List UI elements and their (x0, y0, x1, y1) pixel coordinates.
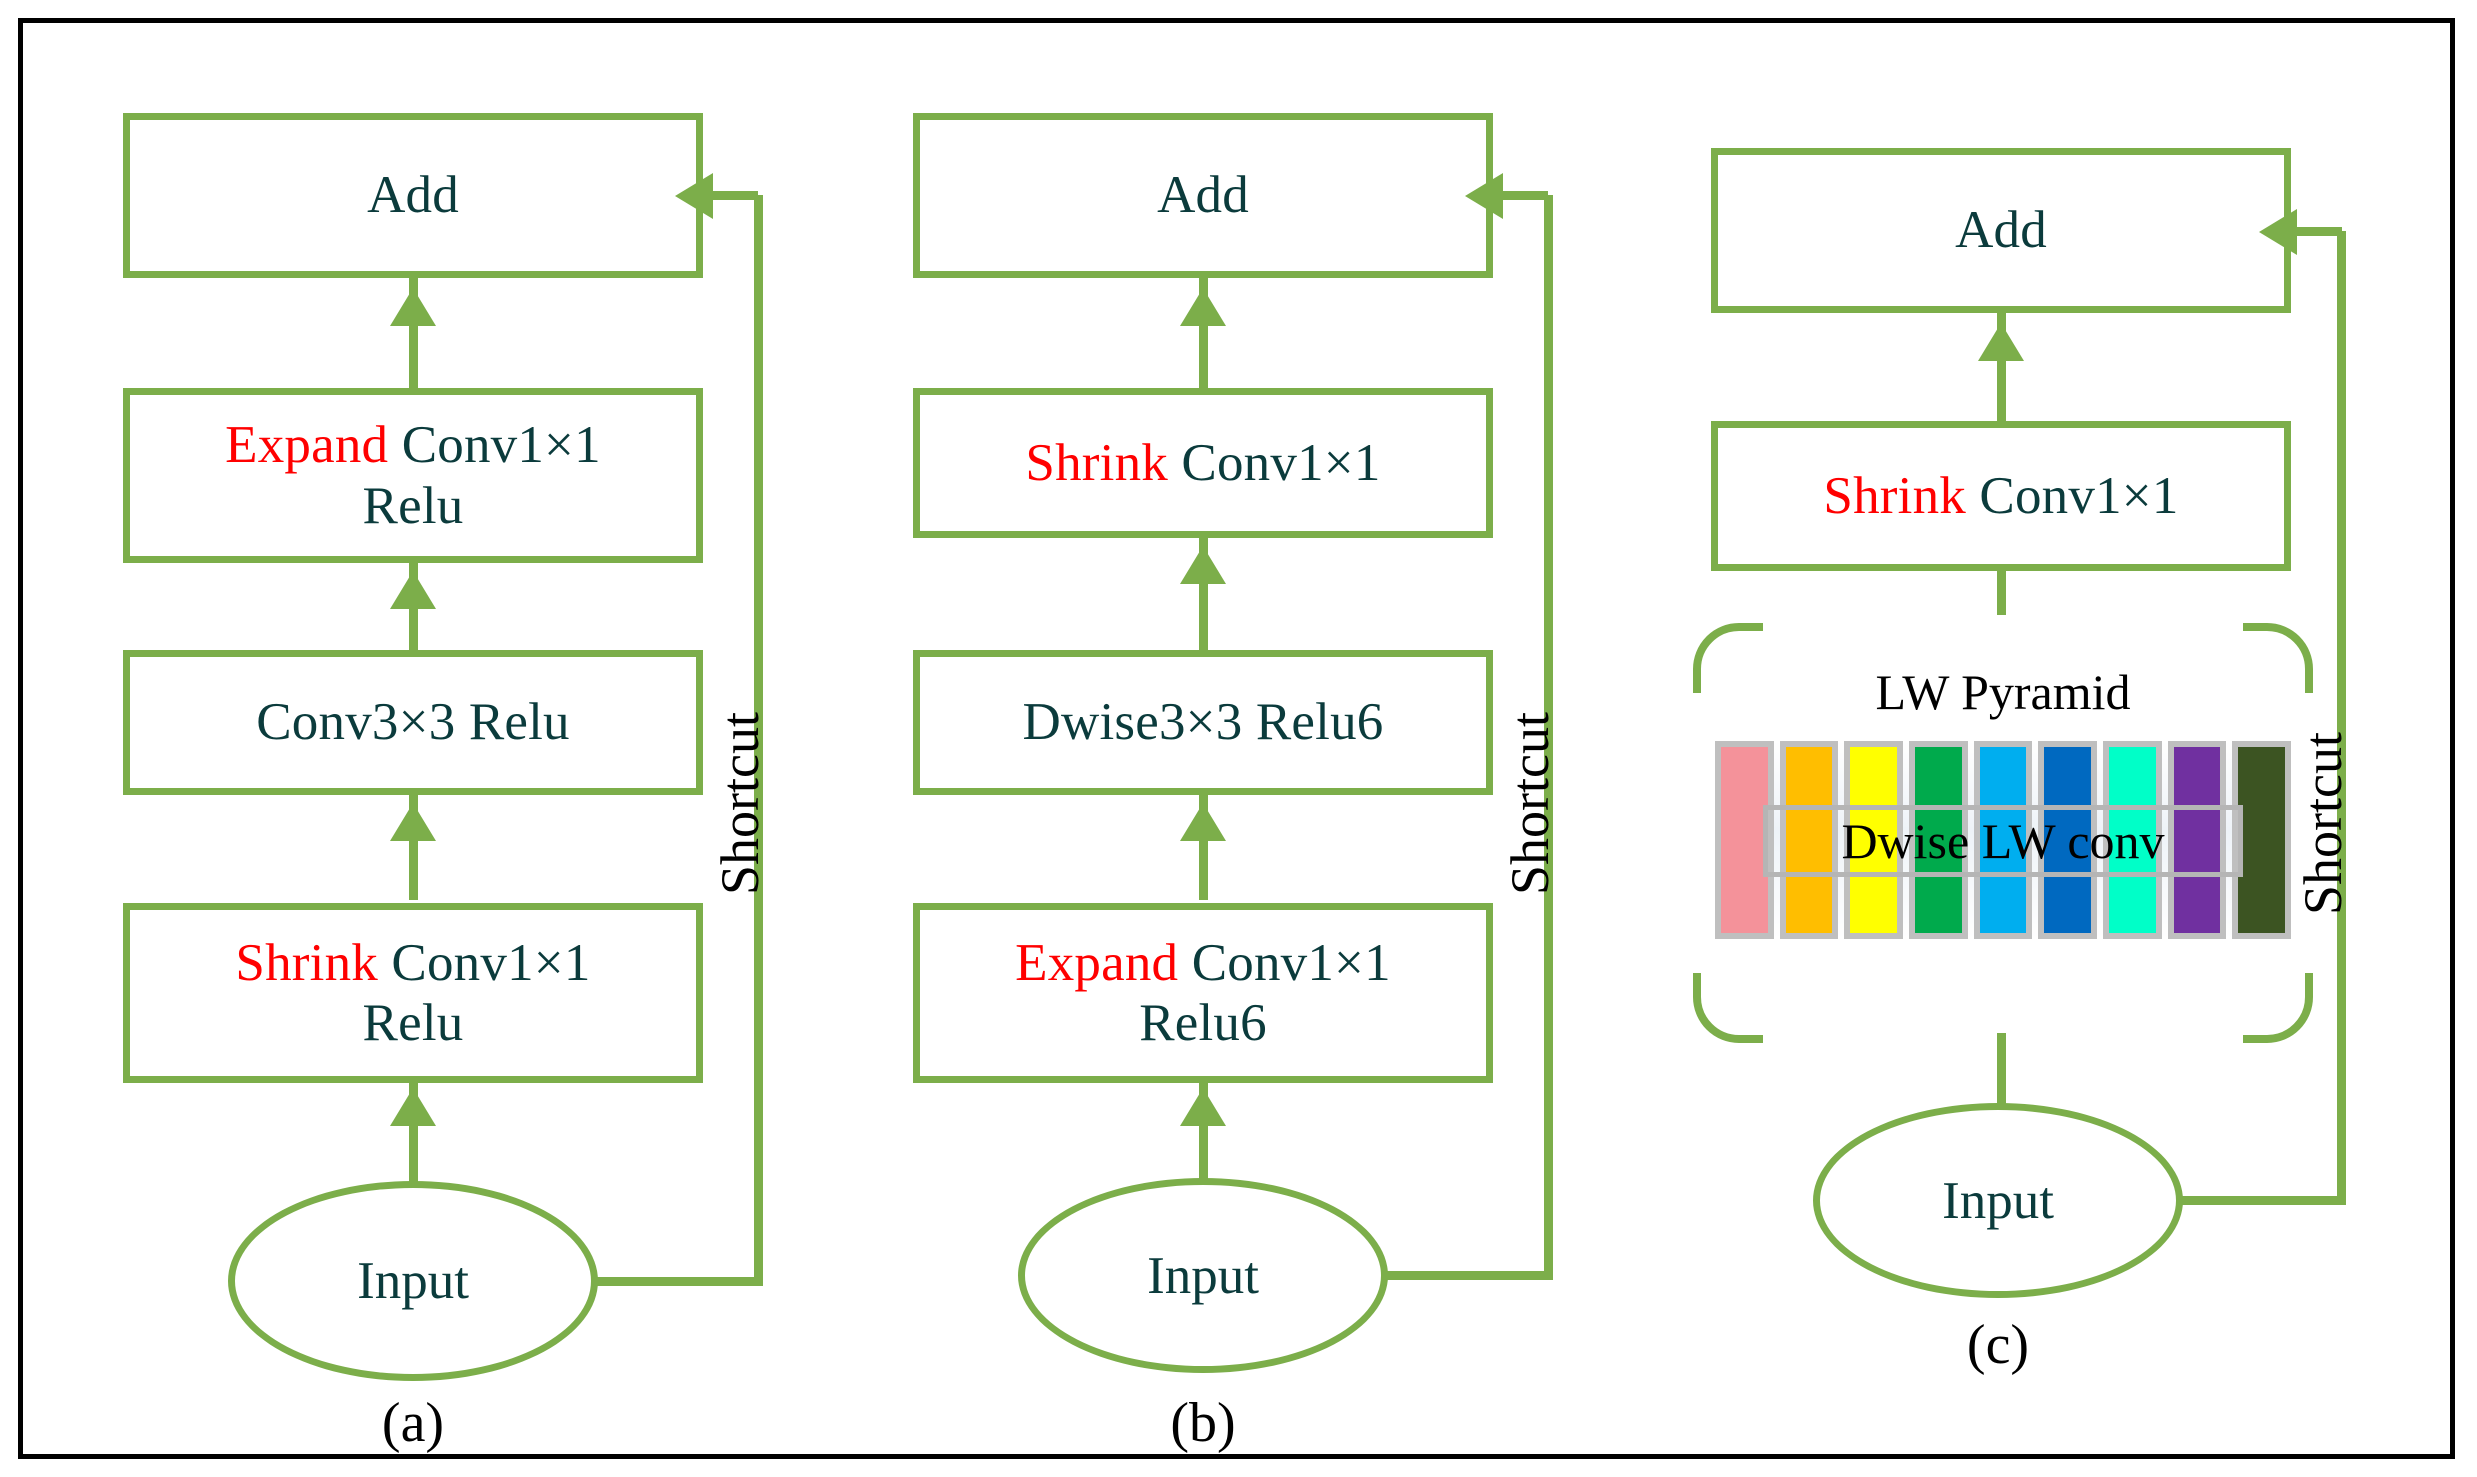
panel-a-arrow-expand-add (390, 288, 436, 326)
panel-c-connector-pyramid-shrink (1997, 571, 2006, 631)
panel-b-arrow-shrink-add (1180, 288, 1226, 326)
panel-a-shortcut-label: Shortcut (710, 712, 770, 895)
panel-b-expand-keyword: Expand (1015, 933, 1179, 992)
panel-c-dwise-lw-conv-overlay[interactable]: Dwise LW conv (1763, 805, 2243, 877)
panel-c-pyramid-title: LW Pyramid (1875, 664, 2131, 720)
panel-a-arrow-input-shrink (390, 1088, 436, 1126)
panel-c-lw-pyramid[interactable]: LW Pyramid Dwise LW conv (1685, 615, 2321, 1051)
panel-c-bar-yellow (1844, 741, 1904, 939)
panel-b-dwise3x3-label: Dwise3×3 Relu6 (1022, 693, 1384, 752)
panel-b-expand-conv-box[interactable]: Expand Conv1×1 Relu6 (913, 903, 1493, 1083)
panel-b-shrink-keyword: Shrink (1025, 433, 1168, 492)
panel-c-dwise-lw-conv-label: Dwise LW conv (1841, 813, 2165, 869)
panel-c-shortcut-top-line (2297, 227, 2342, 236)
panel-a-shrink-conv-box[interactable]: Shrink Conv1×1 Relu (123, 903, 703, 1083)
panel-a-input-ellipse[interactable]: Input (228, 1181, 598, 1381)
panel-c-bar-blue (2038, 741, 2098, 939)
panel-c-connector-input-pyramid (1997, 1033, 2006, 1148)
panel-c-add-box[interactable]: Add (1711, 148, 2291, 313)
panel-b-caption: (b) (1170, 1392, 1236, 1454)
panel-a-connector-shrink-conv (409, 795, 418, 900)
panel-c-bar-amber (1779, 741, 1839, 939)
panel-a-shrink-conv-line1: Shrink Conv1×1 (235, 933, 590, 993)
panel-c-caption: (c) (1966, 1314, 2030, 1376)
panel-b-add-label: Add (1157, 166, 1249, 225)
panel-a-caption: (a) (381, 1392, 445, 1454)
panel-a-arrow-conv-expand (390, 571, 436, 609)
panel-b-connector-dwise-shrink (1199, 538, 1208, 650)
panel-a-connector-expand-add (409, 278, 418, 388)
panel-b-shortcut-label: Shortcut (1500, 712, 1560, 895)
panel-a-connector-input-shrink (409, 1083, 418, 1195)
panel-a-connector-conv-expand (409, 563, 418, 663)
panel-b-arrow-dwise-shrink (1180, 546, 1226, 584)
panel-b-dwise3x3-box[interactable]: Dwise3×3 Relu6 (913, 650, 1493, 795)
panel-c-add-label: Add (1955, 201, 2047, 260)
panel-b-expand-conv-rest: Conv1×1 (1178, 933, 1391, 992)
panel-b-add-box[interactable]: Add (913, 113, 1493, 278)
panel-b-shrink-conv-text: Shrink Conv1×1 (1025, 433, 1380, 493)
panel-a-arrow-shrink-conv (390, 803, 436, 841)
panel-a-expand-keyword: Expand (225, 416, 389, 475)
panel-a-conv3x3-label: Conv3×3 Relu (256, 693, 570, 752)
panel-a-shrink-conv-line2: Relu (362, 994, 464, 1052)
panel-b-shortcut-vertical-line (1544, 195, 1553, 1275)
diagram-stage: Add Expand Conv1×1 Relu Conv3×3 Relu (23, 23, 2450, 1454)
panel-c-shortcut-bottom-line (2178, 1196, 2346, 1205)
panel-b-expand-conv-line1: Expand Conv1×1 (1015, 933, 1391, 993)
panel-b-connector-expand-dwise (1199, 795, 1208, 900)
panel-b-arrow-input-expand (1180, 1088, 1226, 1126)
panel-b-shortcut-arrowhead (1465, 173, 1503, 219)
panel-a-add-label: Add (367, 166, 459, 225)
panel-c-bracket-mask-left (1685, 693, 1701, 973)
panel-a-conv3x3-box[interactable]: Conv3×3 Relu (123, 650, 703, 795)
panel-c-bar-turquoise (2103, 741, 2162, 939)
panel-b-arrow-expand-dwise (1180, 803, 1226, 841)
panel-a-expand-conv-box[interactable]: Expand Conv1×1 Relu (123, 388, 703, 563)
panel-b-input-ellipse[interactable]: Input (1018, 1178, 1388, 1373)
panel-b-shrink-conv-box[interactable]: Shrink Conv1×1 (913, 388, 1493, 538)
panel-c-shortcut-vertical-line (2337, 231, 2346, 1204)
panel-c-shrink-conv-text: Shrink Conv1×1 (1823, 466, 2178, 526)
panel-c-bracket-mask-top (1763, 615, 2243, 631)
panel-c-connector-shrink-add (1997, 313, 2006, 423)
panel-c-bar-green (1909, 741, 1968, 939)
panel-a-shortcut-bottom-line (595, 1277, 763, 1286)
panel-c-shrink-conv-rest: Conv1×1 (1965, 466, 2179, 525)
panel-c-bar-skyblue (1973, 741, 2033, 939)
panel-a-add-box[interactable]: Add (123, 113, 703, 278)
panel-c-arrow-shrink-add (1978, 323, 2024, 361)
panel-c-pyramid-bar-strip (1715, 741, 2292, 939)
panel-c-shrink-keyword: Shrink (1823, 466, 1966, 525)
figure-frame: Add Expand Conv1×1 Relu Conv3×3 Relu (18, 18, 2455, 1459)
panel-a-shortcut-top-line (713, 191, 758, 200)
panel-c-shortcut-arrowhead (2259, 209, 2297, 255)
panel-c-bracket-mask-right (2305, 693, 2321, 973)
panel-a-shortcut-vertical-line (754, 195, 763, 1281)
panel-c-shortcut-label: Shortcut (2293, 732, 2353, 915)
panel-c-bar-purple (2167, 741, 2227, 939)
panel-a-expand-conv-line1: Expand Conv1×1 (225, 415, 601, 475)
panel-a-shrink-keyword: Shrink (235, 933, 378, 992)
panel-b-connector-shrink-add (1199, 278, 1208, 388)
panel-b-shrink-conv-rest: Conv1×1 (1167, 433, 1381, 492)
panel-a-shrink-conv-rest: Conv1×1 (377, 933, 591, 992)
panel-b-expand-conv-line2: Relu6 (1139, 994, 1267, 1052)
panel-b-shortcut-top-line (1503, 191, 1548, 200)
panel-a-expand-conv-rest: Conv1×1 (388, 416, 601, 475)
panel-c-input-ellipse[interactable]: Input (1813, 1103, 2183, 1298)
panel-c-input-label: Input (1942, 1171, 2054, 1230)
panel-b-shortcut-bottom-line (1385, 1271, 1553, 1280)
panel-b-connector-input-expand (1199, 1083, 1208, 1195)
panel-c-shrink-conv-box[interactable]: Shrink Conv1×1 (1711, 421, 2291, 571)
panel-a-input-label: Input (357, 1252, 469, 1310)
panel-b-input-label: Input (1147, 1246, 1259, 1305)
panel-a-expand-conv-line2: Relu (362, 476, 464, 535)
panel-a-shortcut-arrowhead (675, 173, 713, 219)
